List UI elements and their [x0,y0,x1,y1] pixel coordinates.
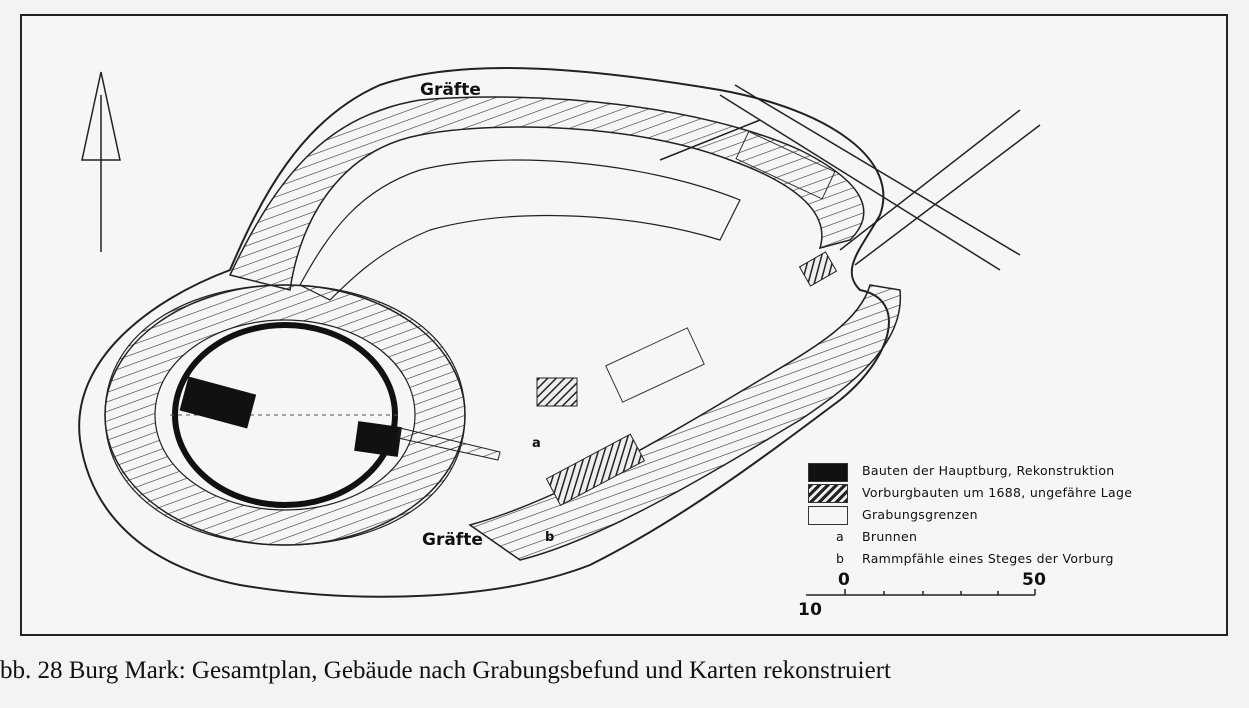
legend-symbol: b [836,551,845,566]
outer-bailey-building [536,377,578,407]
road [659,84,1041,271]
scale-bar [806,589,1036,596]
outer-bailey-building [798,251,838,287]
rampart-north [228,96,865,291]
scale-end: 50 [1022,570,1047,590]
legend-symbol: a [836,529,844,544]
moat-label-top: Gräfte [420,80,481,100]
legend-swatch-black [808,463,848,482]
legend-swatch-hatched [808,484,848,503]
legend-label: Rammpfähle eines Steges der Vorburg [862,551,1114,566]
main-castle-building [354,421,402,457]
outer-moat [78,67,890,598]
north-arrow-icon [81,71,121,252]
legend-label: Brunnen [862,529,918,544]
rampart-main [104,284,466,546]
main-castle-building [179,376,257,429]
piles-marker: b [545,530,555,545]
figure-caption: bb. 28 Burg Mark: Gesamtplan, Gebäude na… [0,657,891,684]
legend-label: Grabungsgrenzen [862,507,978,522]
legend-label: Bauten der Hauptburg, Rekonstruktion [862,463,1115,478]
excavation-boundary [735,130,836,200]
legend-label: Vorburgbauten um 1688, ungefähre Lage [862,485,1133,500]
moat-label-bottom: Gräfte [422,530,483,550]
scale-unit: 10 [798,600,823,620]
excavation-boundary [605,327,705,403]
well-marker: a [532,436,541,451]
scale-start: 0 [838,570,851,590]
outer-bailey-building [545,433,646,506]
legend-swatch-outline [808,506,848,525]
